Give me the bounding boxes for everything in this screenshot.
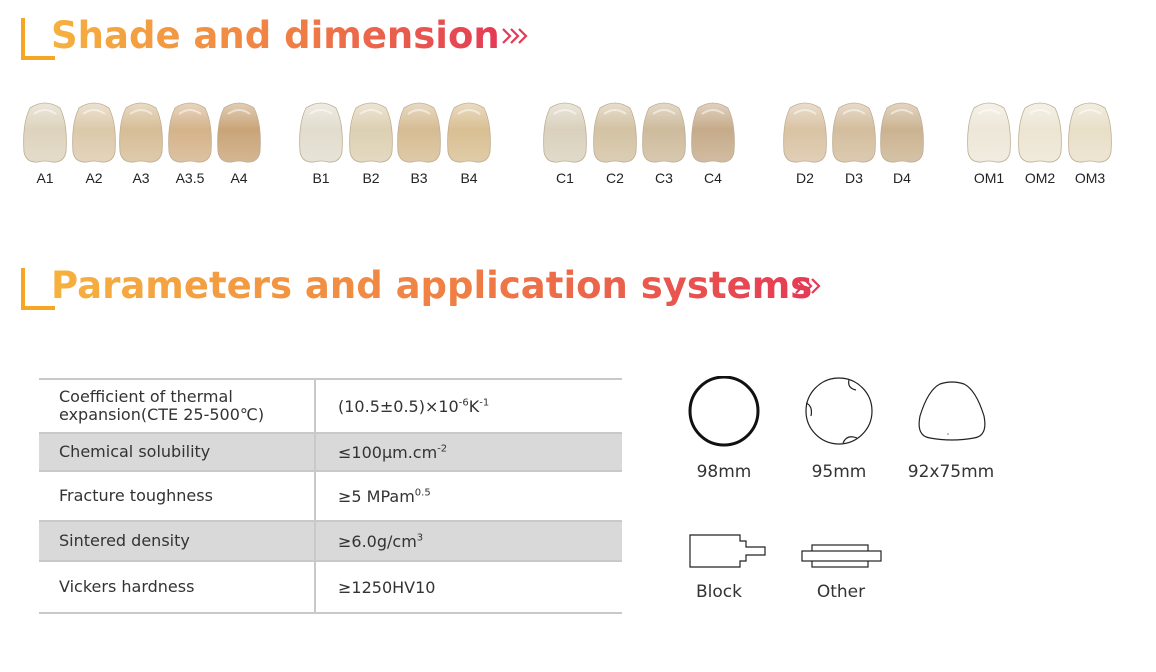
tooth-sample: C2: [592, 100, 638, 186]
section-header-parameters: Parameters and application systems: [18, 264, 918, 316]
bracket-decoration: [21, 18, 55, 60]
tooth-icon: [299, 102, 343, 163]
tooth-icon: [397, 102, 441, 163]
param-name: Fracture toughness: [39, 471, 316, 521]
tooth-label: OM3: [1074, 170, 1106, 186]
tooth-sample: D3: [831, 100, 877, 186]
tooth-sample: A3: [118, 100, 164, 186]
param-name: Sintered density: [39, 521, 316, 561]
system-label-95mm: 95mm: [811, 462, 867, 482]
param-value: ≥5 MPam0.5: [338, 486, 431, 506]
tooth-sample: B2: [348, 100, 394, 186]
section-title-parameters: Parameters and application systems: [51, 264, 813, 307]
table-row: Chemical solubility ≤100μm.cm-2: [39, 433, 622, 471]
tooth-icon: [642, 102, 686, 163]
tooth-icon: [447, 102, 491, 163]
system-label-98mm: 98mm: [696, 462, 752, 482]
tooth-label: C3: [655, 170, 673, 186]
tooth-sample: B1: [298, 100, 344, 186]
system-label-other: Other: [816, 582, 866, 602]
tooth-label: OM1: [973, 170, 1005, 186]
other-blank-icon: [801, 544, 882, 568]
chevron-right-icon: [795, 278, 821, 294]
tooth-icon: [691, 102, 735, 163]
param-name: Chemical solubility: [39, 433, 316, 471]
tooth-icon: [1068, 102, 1112, 163]
param-value: ≤100μm.cm-2: [315, 433, 622, 471]
bracket-decoration: [21, 268, 55, 310]
tooth-label: A3.5: [175, 170, 205, 186]
tooth-icon: [119, 102, 163, 163]
tooth-label: D4: [893, 170, 911, 186]
tooth-label: C1: [556, 170, 574, 186]
param-value: ≥1250HV10: [338, 577, 436, 597]
tooth-sample: D2: [782, 100, 828, 186]
tooth-sample: A1: [22, 100, 68, 186]
tooth-sample: A2: [71, 100, 117, 186]
tooth-label: B3: [410, 170, 428, 186]
tooth-sample: B3: [396, 100, 442, 186]
tooth-label: B1: [312, 170, 330, 186]
section-title-shade: Shade and dimension: [51, 14, 500, 57]
table-row: Vickers hardness ≥1250HV10: [39, 561, 622, 613]
tooth-label: D2: [796, 170, 814, 186]
tooth-sample: C4: [690, 100, 736, 186]
tooth-icon: [832, 102, 876, 163]
tooth-icon: [23, 102, 67, 163]
tooth-icon: [783, 102, 827, 163]
tooth-icon: [593, 102, 637, 163]
tooth-label: C4: [704, 170, 722, 186]
tooth-sample: D4: [879, 100, 925, 186]
tooth-label: D3: [845, 170, 863, 186]
tooth-icon: [72, 102, 116, 163]
tooth-label: B4: [460, 170, 478, 186]
tooth-label: C2: [606, 170, 624, 186]
tooth-label: OM2: [1024, 170, 1056, 186]
tooth-icon: [880, 102, 924, 163]
tooth-icon: [967, 102, 1011, 163]
section-header-shade: Shade and dimension: [18, 14, 918, 66]
tooth-sample: A3.5: [167, 100, 213, 186]
tooth-sample: OM2: [1017, 100, 1063, 186]
tooth-label: A4: [230, 170, 248, 186]
param-value: ≥6.0g/cm3: [315, 521, 622, 561]
tooth-icon: [1018, 102, 1062, 163]
tooth-icon: [168, 102, 212, 163]
table-row: Sintered density ≥6.0g/cm3: [39, 521, 622, 561]
chevron-right-icon: [502, 28, 528, 44]
tooth-label: A2: [85, 170, 103, 186]
system-label-92x75mm: 92x75mm: [907, 462, 995, 482]
tooth-sample: OM3: [1067, 100, 1113, 186]
tooth-icon: [217, 102, 261, 163]
tooth-sample: C3: [641, 100, 687, 186]
block-icon: [689, 534, 766, 568]
tooth-label: A3: [132, 170, 150, 186]
round-disc-icon: [688, 376, 760, 447]
tooth-icon: [543, 102, 587, 163]
notched-disc-icon: [805, 377, 873, 445]
table-row: Fracture toughness ≥5 MPam0.5: [39, 471, 622, 521]
triangular-disc-icon: [918, 381, 986, 441]
tooth-icon: [349, 102, 393, 163]
system-label-block: Block: [696, 582, 742, 602]
tooth-sample: A4: [216, 100, 262, 186]
tooth-sample: OM1: [966, 100, 1012, 186]
param-name: Vickers hardness: [39, 561, 316, 613]
param-value: (10.5±0.5)×10-6K-1: [338, 396, 490, 416]
tooth-label: A1: [36, 170, 54, 186]
tooth-label: B2: [362, 170, 380, 186]
tooth-sample: C1: [542, 100, 588, 186]
tooth-sample: B4: [446, 100, 492, 186]
